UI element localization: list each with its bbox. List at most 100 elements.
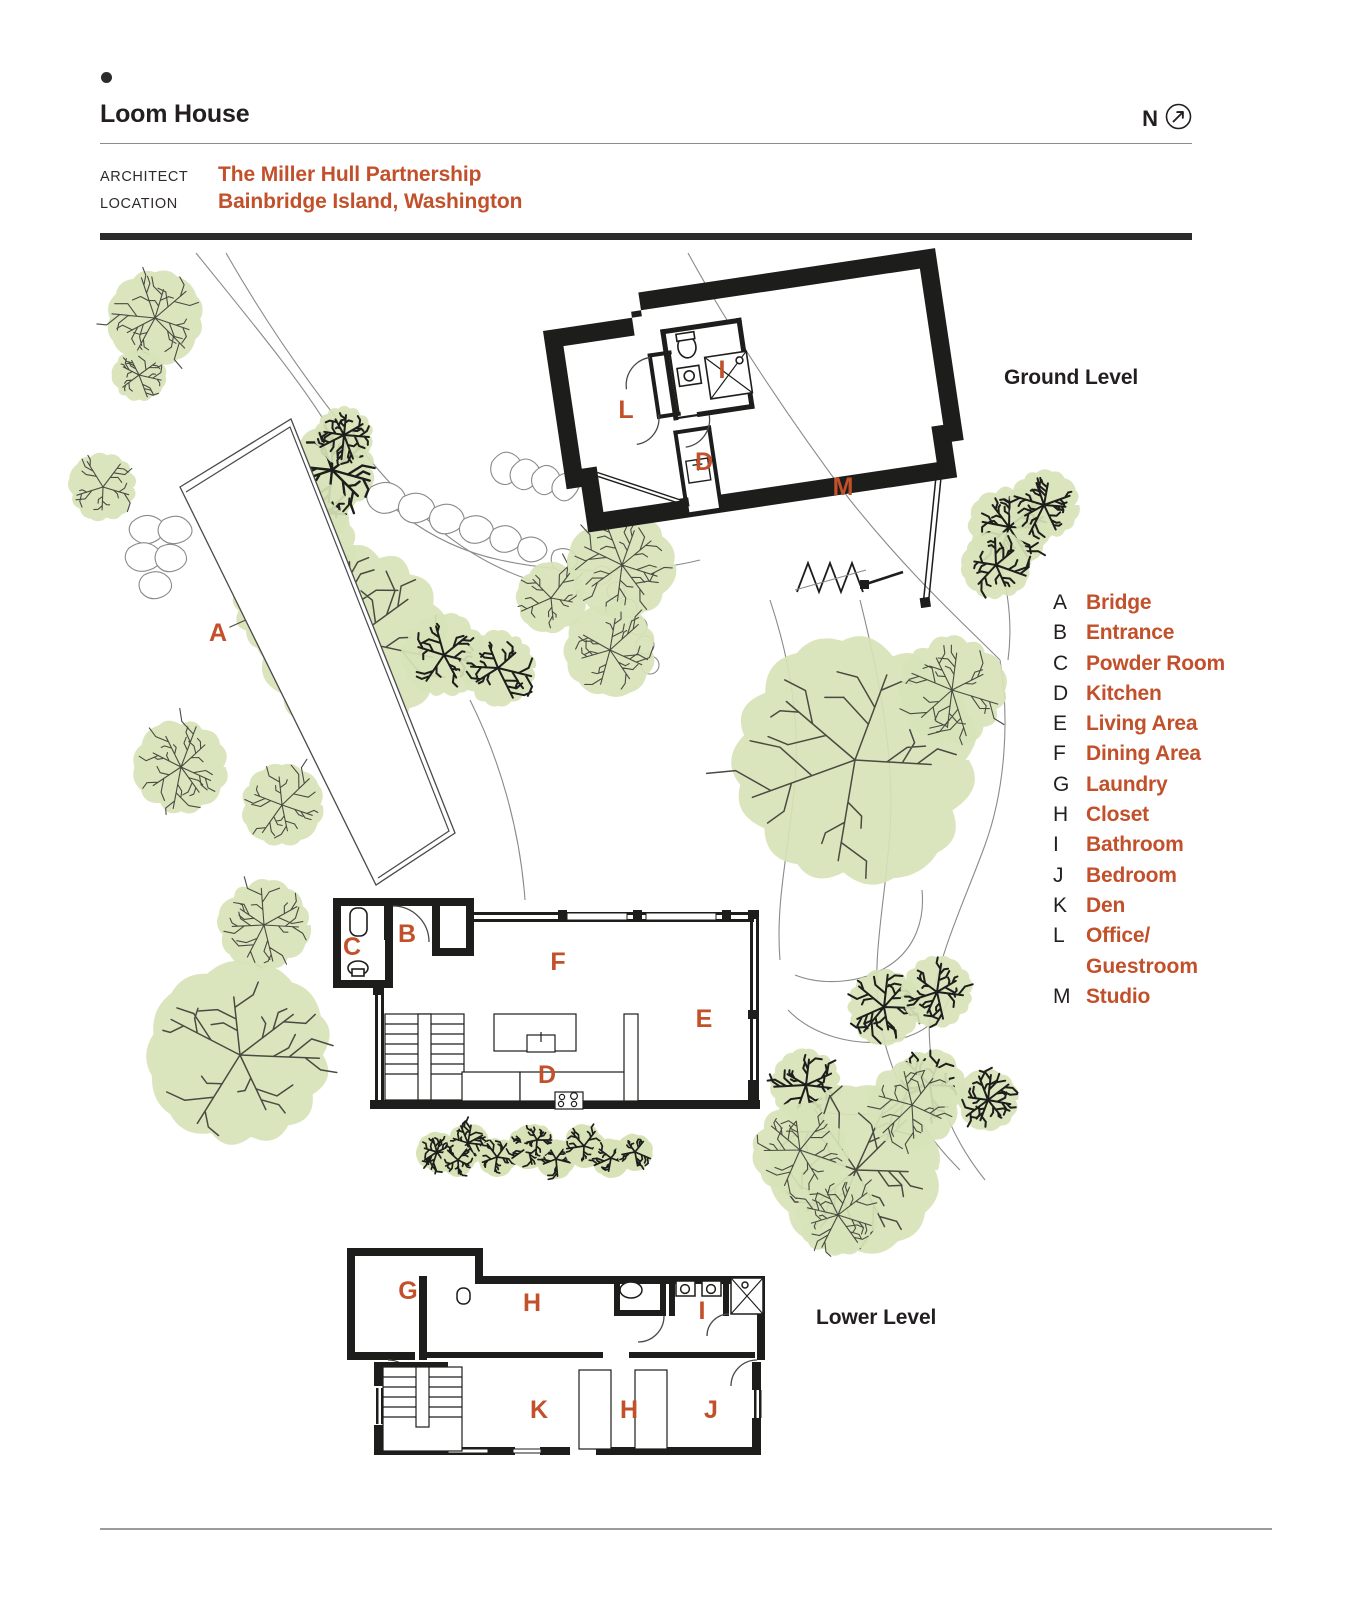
legend-label: Studio [1086,984,1151,1008]
legend-key: G [1053,772,1070,796]
legend-key: A [1053,591,1068,614]
legend-key: H [1053,803,1069,827]
meta-row-location: LOCATION Bainbridge Island, Washington [100,190,522,214]
kitchen-island [493,1013,577,1053]
tree-icon [314,405,373,466]
bullet-dot-icon [101,72,112,83]
project-meta: ARCHITECT The Miller Hull Partnership LO… [100,163,522,217]
legend-row: E Living Area [1053,709,1225,739]
north-arrow-icon [1165,103,1192,135]
plan-room-letter: H [620,1396,638,1424]
legend-label: Entrance [1086,621,1175,645]
legend-key: K [1053,893,1068,917]
legend-row: C Powder Room [1053,649,1225,679]
plan-room-letter: D [695,448,713,476]
legend-label: Powder Room [1086,651,1225,675]
meta-label-location: LOCATION [100,196,178,212]
legend-row: M Studio [1053,982,1225,1012]
plan-room-letter: M [833,473,854,501]
meta-value-location: Bainbridge Island, Washington [218,190,523,213]
page-title: Loom House [100,100,250,128]
tree-icon [216,876,312,971]
kitchen-counter [461,1071,632,1110]
meta-label-architect: ARCHITECT [100,169,189,185]
tree-icon [957,1066,1019,1131]
powder-room-fixtures [347,907,369,977]
plan-room-letter: J [704,1396,718,1424]
plan-room-letter: E [696,1005,713,1033]
legend-label: Kitchen [1086,681,1162,705]
legend-label: Closet [1086,803,1149,827]
north-label: N [1142,106,1158,131]
exterior-stair [794,560,904,595]
legend-row: I Bathroom [1053,830,1225,860]
legend-key: M [1053,984,1071,1008]
legend-label: Bathroom [1086,833,1184,857]
legend-row: D Kitchen [1053,679,1225,709]
ground-level-upper-building [542,248,964,609]
tree-icon [566,511,677,619]
legend-row: G Laundry [1053,770,1225,800]
tree-icon [960,529,1032,600]
plan-room-letter: C [343,933,361,961]
legend-label: Bridge [1086,591,1152,614]
plan-room-letter: D [538,1061,556,1089]
legend-key: I [1053,833,1059,857]
caption-ground-level: Ground Level [1004,366,1139,389]
tree-icon [900,955,974,1029]
plan-room-letter: K [530,1396,548,1424]
shrub-icon [441,1143,475,1177]
plan-room-letter: I [719,356,726,384]
legend-key: D [1053,681,1069,705]
header-divider [100,143,1192,144]
tree-icon [133,708,228,816]
legend-key: C [1053,651,1069,675]
legend-row: A Bridge [1053,588,1225,618]
stair-run-lower [382,1366,463,1452]
legend-row: L Office/ [1053,921,1225,951]
plan-room-letter: L [618,396,633,424]
bathroom-fixtures [675,330,754,400]
tree-icon [67,452,137,522]
tree-icon [1002,469,1080,541]
lower-level-plan [347,1248,765,1455]
tree-icon [515,553,586,634]
plan-room-letter: A [209,619,227,647]
legend-row: H Closet [1053,800,1225,830]
legend-label: Office/ [1086,924,1150,948]
legend-key: E [1053,712,1068,736]
tree-icon [242,758,324,846]
legend-label-continuation: Guestroom [1086,954,1199,978]
legend-label: Living Area [1086,712,1198,736]
tree-icon [96,266,203,369]
legend-label: Den [1086,893,1126,917]
tree-icon [752,1102,849,1200]
plan-room-letter: I [699,1297,706,1325]
tree-icon [459,629,537,707]
plan-room-letter: F [550,948,565,976]
legend-label: Laundry [1086,772,1168,796]
shrub-icon [520,1123,554,1157]
tree-icon [867,1060,959,1155]
footer-divider [100,1528,1272,1530]
plan-room-letter: G [398,1277,417,1305]
ground-level-main-building [333,898,760,1110]
shrub-icon [616,1133,653,1172]
legend-key: J [1053,863,1064,887]
lower-bathroom-fixtures [619,1277,764,1315]
tree-icon [146,960,338,1145]
tree-icon [898,635,1007,746]
shrub-icon [477,1138,517,1177]
meta-row-architect: ARCHITECT The Miller Hull Partnership [100,163,522,187]
stair-run-ground [384,1013,465,1101]
legend-key: L [1053,924,1065,948]
caption-lower-level: Lower Level [816,1306,937,1329]
legend-key: F [1053,742,1066,766]
glazed-west-wall [373,986,384,1108]
